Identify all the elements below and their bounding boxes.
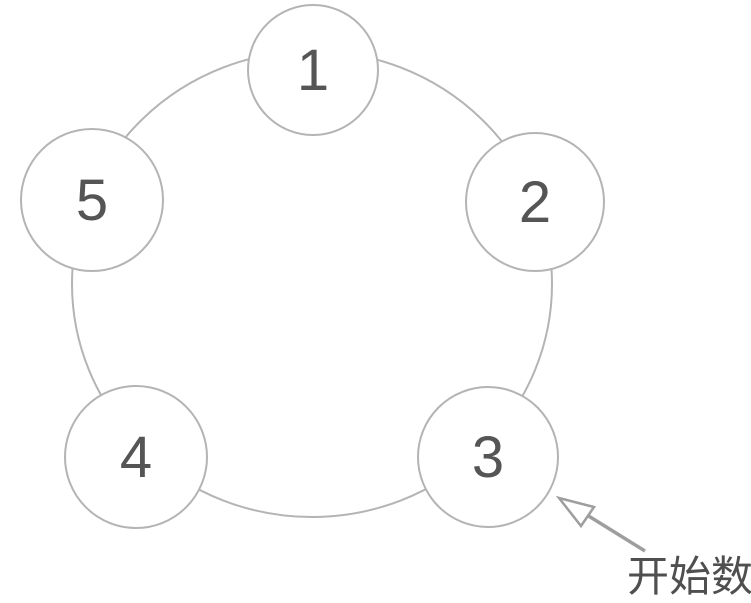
node-3: 3	[417, 386, 559, 528]
node-4: 4	[64, 385, 208, 529]
node-1: 1	[247, 4, 379, 136]
start-annotation-label: 开始数	[627, 553, 751, 600]
node-2-circle	[465, 132, 605, 272]
node-5-label: 5	[76, 168, 108, 233]
node-5-circle	[20, 128, 164, 272]
node-2: 2	[465, 132, 605, 272]
node-3-label: 3	[472, 425, 504, 490]
arrow-shaft	[586, 513, 646, 553]
node-1-label: 1	[297, 38, 329, 103]
node-4-circle	[64, 385, 208, 529]
start-arrow	[555, 495, 646, 553]
node-1-circle	[247, 4, 379, 136]
node-5: 5	[20, 128, 164, 272]
node-3-circle	[417, 386, 559, 528]
node-4-label: 4	[120, 425, 152, 490]
arrow-head-icon	[555, 495, 597, 529]
node-2-label: 2	[519, 170, 551, 235]
